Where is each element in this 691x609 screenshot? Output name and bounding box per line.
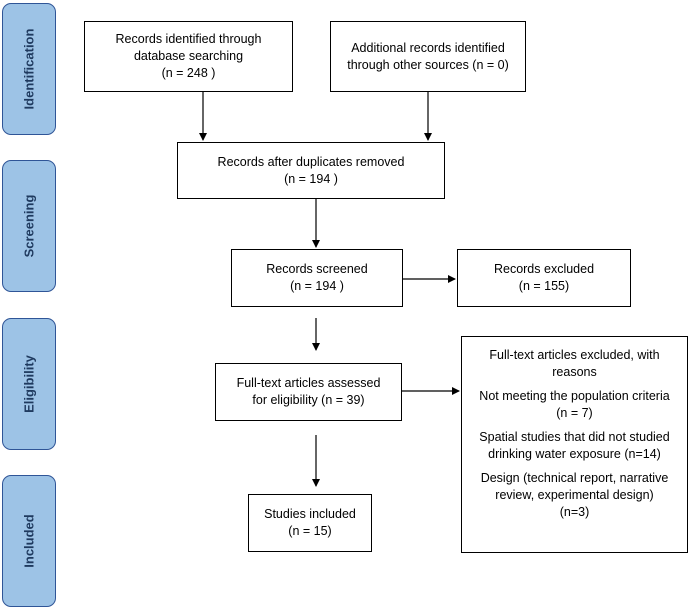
phase-eligibility: Eligibility (2, 318, 56, 450)
screened-count: (n = 194 ) (290, 279, 344, 293)
box-other-sources: Additional records identified through ot… (330, 21, 526, 92)
reason2-line1: Spatial studies that did not studied (479, 430, 670, 444)
other-sources-line1: Additional records identified (351, 40, 505, 55)
assessed-line1: Full-text articles assessed (236, 376, 381, 390)
reason3-line3: (n=3) (559, 505, 590, 519)
box-records-excluded: Records excluded (n = 155) (457, 249, 631, 307)
reason3-line2: review, experimental design) (495, 488, 654, 502)
box-fulltext-assessed: Full-text articles assessed for eligibil… (215, 363, 402, 421)
excluded-reason-design: Design (technical report, narrative revi… (481, 470, 669, 521)
box-studies-included: Studies included (n = 15) (248, 494, 372, 552)
box-fulltext-excluded: Full-text articles excluded, with reason… (461, 336, 688, 553)
reason2-line2: drinking water exposure (n=14) (488, 447, 661, 461)
phase-included: Included (2, 475, 56, 607)
db-search-line1: Records identified through (115, 32, 262, 46)
phase-screening-label: Screening (21, 194, 37, 258)
phase-screening: Screening (2, 160, 56, 292)
after-duplicates-count: (n = 194 ) (284, 171, 338, 186)
screened-line1: Records screened (266, 262, 368, 276)
excluded-heading: Full-text articles excluded, with reason… (489, 347, 659, 381)
excluded-reason-population: Not meeting the population criteria (n =… (479, 388, 669, 422)
included-line1: Studies included (264, 507, 356, 521)
assessed-line2: for eligibility (n = 39) (252, 393, 365, 407)
excluded-reason-spatial: Spatial studies that did not studied dri… (479, 429, 669, 463)
reason1-line2: (n = 7) (556, 406, 593, 420)
reason3-line1: Design (technical report, narrative (480, 471, 669, 485)
box-after-duplicates: Records after duplicates removed (n = 19… (177, 142, 445, 199)
box-records-screened: Records screened (n = 194 ) (231, 249, 403, 307)
db-search-line2: database searching (133, 49, 244, 63)
box-database-searching: Records identified through database sear… (84, 21, 293, 92)
phase-identification: Identification (2, 3, 56, 135)
db-search-count: (n = 248 ) (161, 66, 216, 80)
excluded-heading-line1: Full-text articles excluded, with (489, 348, 660, 362)
excluded-heading-line2: reasons (552, 365, 597, 379)
reason1-line1: Not meeting the population criteria (479, 389, 670, 403)
phase-identification-label: Identification (21, 28, 37, 110)
excluded-count: (n = 155) (518, 279, 570, 293)
after-duplicates-line1: Records after duplicates removed (217, 154, 405, 169)
excluded-line1: Records excluded (493, 262, 595, 276)
other-sources-line2: through other sources (n = 0) (347, 57, 509, 72)
phase-eligibility-label: Eligibility (21, 355, 37, 413)
included-count: (n = 15) (288, 524, 332, 538)
phase-included-label: Included (21, 514, 37, 568)
